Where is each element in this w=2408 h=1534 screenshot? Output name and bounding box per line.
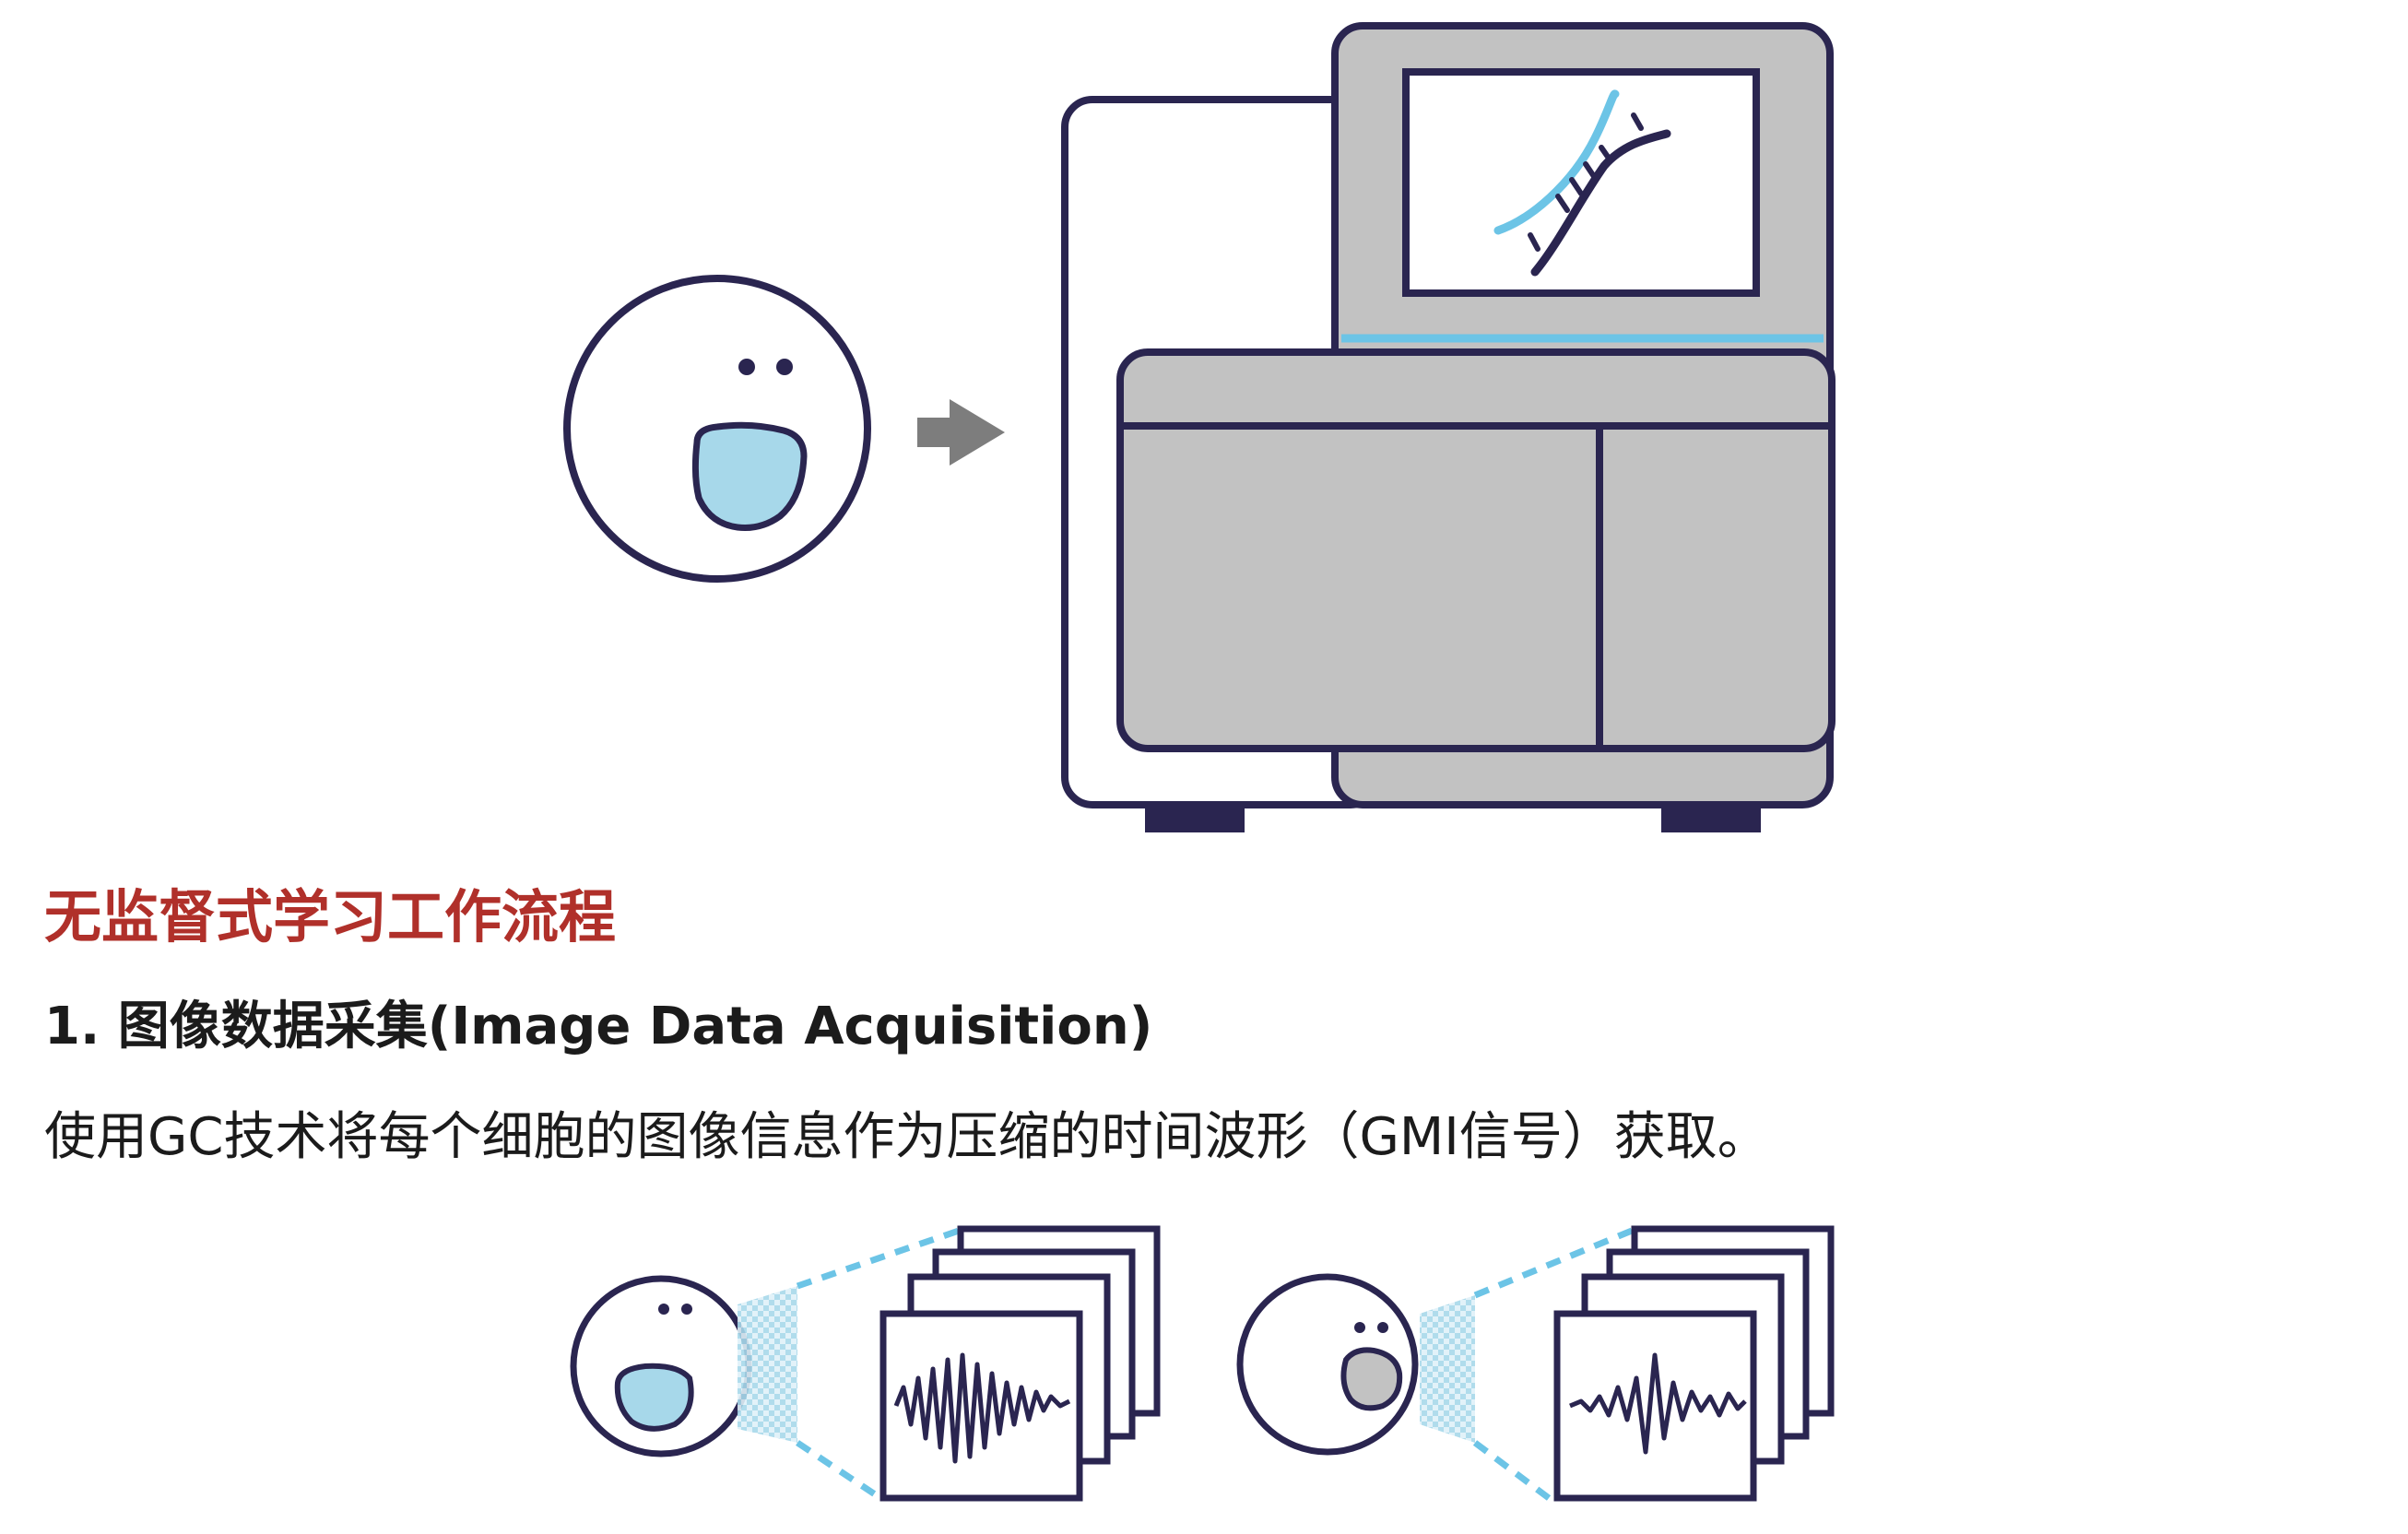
- section-heading: 无监督式学习工作流程: [44, 883, 617, 950]
- waveform-icon: [879, 1225, 1161, 1502]
- dna-icon: [1493, 89, 1671, 277]
- step-description: 使用GC技术将每个细胞的图像信息作为压缩的时间波形（GMI信号）获取。: [44, 1107, 1769, 1167]
- cell-icon: [563, 275, 871, 583]
- waveform-icon: [1553, 1225, 1835, 1502]
- cell-icon: [570, 1275, 752, 1457]
- instrument-illustration: [563, 22, 1836, 832]
- step-title: 1. 图像数据采集(Image Data Acquisition): [44, 997, 1153, 1056]
- flow-cytometer-icon: [1061, 22, 1836, 832]
- arrow-right-icon: [917, 399, 1005, 466]
- waveform-illustration: [570, 1225, 1835, 1502]
- cell-icon: [1236, 1273, 1419, 1456]
